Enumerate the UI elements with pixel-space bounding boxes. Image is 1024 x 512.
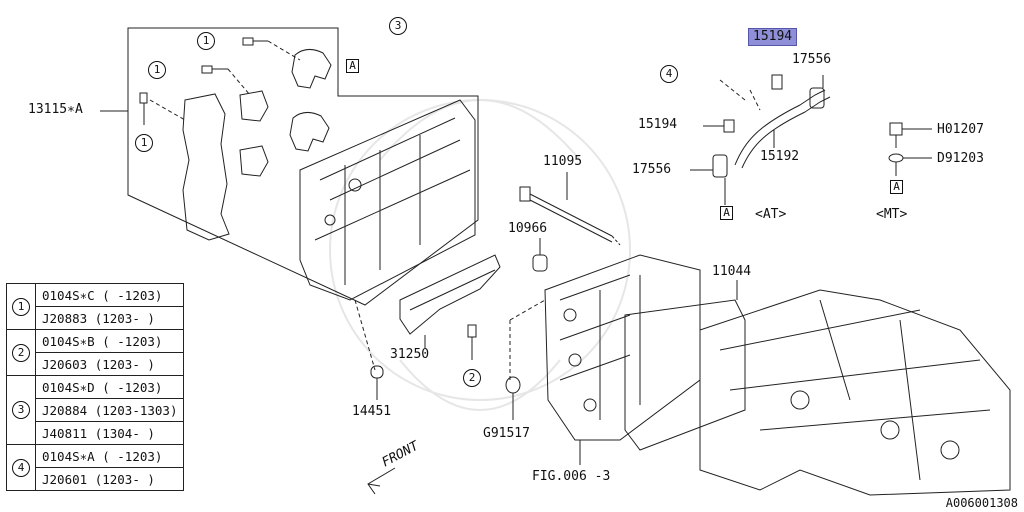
- label-h01207: H01207: [937, 122, 984, 137]
- fastener-legend-table: 1 0104S∗C ( -1203) J20883 (1203- ) 2 010…: [6, 283, 185, 491]
- legend-row: J20884 (1203-1303): [7, 398, 185, 422]
- label-13115: 13115∗A: [28, 102, 83, 117]
- label-d91203: D91203: [937, 151, 984, 166]
- watermark: [329, 99, 631, 411]
- legend-part: J20883: [42, 310, 88, 326]
- label-15192: 15192: [760, 149, 800, 164]
- legend-part: J20601: [42, 471, 88, 487]
- ref-box-a-at: A: [720, 206, 733, 220]
- legend-circle-2: 2: [12, 343, 30, 362]
- label-mt: <MT>: [876, 207, 908, 222]
- at-pipe-assembly: [690, 74, 831, 205]
- label-15194: 15194: [638, 117, 678, 132]
- cam-caps: [239, 49, 332, 177]
- legend-circle-4: 4: [12, 458, 30, 477]
- legend-range: (1304- ): [94, 425, 155, 441]
- label-17556-top: 17556: [792, 52, 832, 67]
- front-arrow: [367, 467, 396, 495]
- plug-14451: [370, 365, 384, 379]
- oring-g91517: [505, 376, 521, 394]
- label-fig-ref[interactable]: FIG.006 -3: [532, 469, 611, 484]
- label-15194-highlighted: 15194: [748, 28, 798, 46]
- cap-leaders: [149, 40, 301, 121]
- legend-range: (1203- ): [94, 310, 155, 326]
- legend-part: J20603: [42, 356, 88, 372]
- cap-bolts: [139, 37, 268, 125]
- diagram-reference-id: A006001308: [945, 496, 1018, 510]
- legend-range: (1203- ): [94, 356, 155, 372]
- engine-block: [699, 289, 1011, 496]
- legend-part: J40811: [42, 425, 88, 441]
- label-31250: 31250: [390, 347, 430, 362]
- bushing-10966: [532, 254, 548, 272]
- label-14451: 14451: [352, 404, 392, 419]
- callout-3: 3: [389, 17, 407, 35]
- ref-box-a-mt: A: [890, 180, 903, 194]
- rocker-31250: [399, 254, 501, 335]
- legend-range: ( -1203): [102, 448, 163, 464]
- legend-row: 4 0104S∗A ( -1203): [6, 444, 185, 491]
- label-17556-bottom: 17556: [632, 162, 672, 177]
- legend-row: J20601 (1203- ): [7, 467, 185, 491]
- legend-range: ( -1203): [102, 379, 163, 395]
- legend-part: J20884: [42, 402, 88, 418]
- cap-panel-outline: [127, 27, 479, 306]
- legend-range: ( -1203): [102, 333, 163, 349]
- callout-1-c: 1: [135, 134, 153, 152]
- legend-range: (1203- ): [94, 471, 155, 487]
- legend-circle-1: 1: [12, 297, 30, 316]
- legend-row: 2 0104S∗B ( -1203): [6, 329, 185, 376]
- legend-row: 3 0104S∗D ( -1203): [6, 375, 185, 445]
- legend-row: 1 0104S∗C ( -1203): [6, 283, 185, 330]
- callout-1-b: 1: [148, 61, 166, 79]
- label-10966: 10966: [508, 221, 548, 236]
- label-at: <AT>: [755, 207, 787, 222]
- legend-part: 0104S∗D: [42, 379, 95, 395]
- cylinder-head-upper: [299, 99, 476, 301]
- legend-range: (1203-1303): [94, 402, 178, 418]
- gasket-11044: [624, 299, 746, 451]
- bolt-11095: [519, 186, 621, 246]
- cam-bracket: [182, 93, 230, 241]
- label-11044: 11044: [712, 264, 752, 279]
- ref-box-a-head: A: [346, 59, 359, 73]
- cylinder-head-main: [544, 254, 701, 441]
- legend-part: 0104S∗B: [42, 333, 95, 349]
- label-g91517: G91517: [483, 426, 530, 441]
- legend-row: J20883 (1203- ): [7, 306, 185, 330]
- mt-bolt-washer: [888, 122, 932, 176]
- legend-circle-3: 3: [12, 401, 30, 419]
- legend-part: 0104S∗A: [42, 448, 95, 464]
- legend-range: ( -1203): [102, 287, 163, 303]
- callout-2: 2: [463, 369, 481, 387]
- callout-1-a: 1: [197, 32, 215, 50]
- legend-part: 0104S∗C: [42, 287, 95, 303]
- label-11095: 11095: [543, 154, 583, 169]
- callout-4: 4: [660, 65, 678, 83]
